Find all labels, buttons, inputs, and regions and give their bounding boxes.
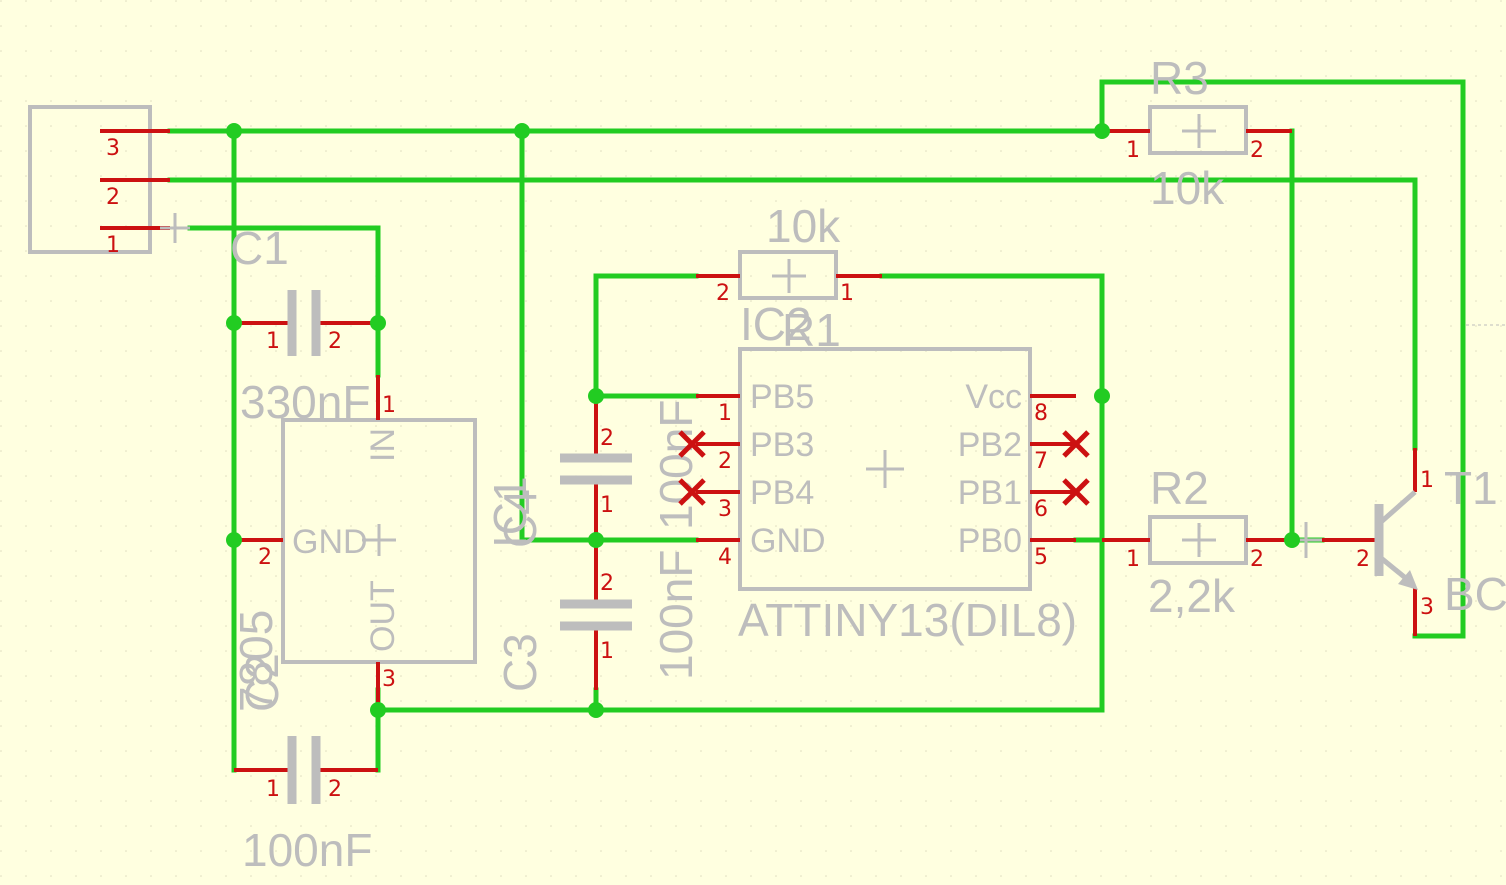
r1-value: 10k [766, 200, 841, 252]
wire-emitter-loop [1099, 79, 1466, 639]
ic1-pin-gnd-label: GND [292, 523, 368, 561]
t1-emitter-arrow [1398, 570, 1418, 590]
t1-collector [1379, 490, 1417, 524]
nc-marker-pb4 [678, 478, 706, 506]
c3-pin1-label: 1 [600, 639, 614, 664]
ic1-pin2-num: 2 [258, 545, 272, 570]
ic2-value: ATTINY13(DIL8) [738, 594, 1077, 646]
regulator-ic1: 1 2 3 IN GND OUT IC1 7805 [230, 375, 536, 712]
mcu-ic2: PB5 PB3 PB4 GND Vcc PB2 PB1 PB0 1 2 3 4 … [678, 298, 1090, 646]
c1-name: C1 [230, 222, 289, 274]
c1-pin2-label: 2 [328, 329, 342, 354]
wire-net-pin2 [167, 177, 1418, 451]
junction [226, 123, 242, 139]
c4-value: 100nF [650, 400, 702, 530]
junction [588, 388, 604, 404]
ic2-pin-pb0-label: PB0 [958, 522, 1022, 560]
junction [514, 123, 530, 139]
ic2-pin-pb2-label: PB2 [958, 426, 1022, 464]
junction [226, 315, 242, 331]
r2-pin1-label: 1 [1126, 547, 1140, 572]
wire-gnd-ic2 [519, 128, 699, 543]
c2-pin1-label: 1 [266, 777, 280, 802]
r3-pin2-label: 2 [1250, 138, 1264, 163]
ic2-pin-gnd-label: GND [750, 522, 826, 560]
ic2-pin1-num: 1 [718, 401, 732, 426]
junction [1284, 532, 1300, 548]
c4-pin1-label: 1 [600, 493, 614, 518]
ic2-pin-pb3-label: PB3 [750, 426, 814, 464]
c1-pin1-label: 1 [266, 329, 280, 354]
junction [588, 532, 604, 548]
junction [226, 532, 242, 548]
ic2-pin7-num: 7 [1034, 449, 1048, 474]
capacitor-c4: 2 1 C4 100nF [494, 396, 702, 548]
ic1-pin3-num: 3 [382, 667, 396, 692]
c2-name: C2 [236, 653, 288, 712]
resistor-r2: 1 2 R2 2,2k [1102, 462, 1292, 622]
c4-name: C4 [494, 489, 546, 548]
transistor-t1: 1 2 3 T1 BC [1288, 448, 1506, 636]
ic2-pin2-num: 2 [718, 449, 732, 474]
ic2-pin8-num: 8 [1034, 401, 1048, 426]
ic2-pin-pb1-label: PB1 [958, 474, 1022, 512]
nc-marker-pb1 [1062, 478, 1090, 506]
ic2-pin5-num: 5 [1034, 545, 1048, 570]
c3-name: C3 [494, 633, 546, 692]
capacitor-c3: 2 1 C3 100nF [494, 540, 702, 692]
r3-name: R3 [1150, 52, 1209, 104]
junction [1094, 388, 1110, 404]
ic1-value: 7805 [230, 610, 282, 712]
junction [370, 702, 386, 718]
ic2-pin4-num: 4 [718, 545, 732, 570]
t1-emitter [1379, 556, 1410, 582]
nc-marker-pb2 [1062, 430, 1090, 458]
r1-pin1-label: 1 [840, 281, 854, 306]
resistor-r3: 1 2 R3 10k [1102, 52, 1292, 214]
t1-pin3-label: 3 [1420, 595, 1434, 620]
c3-pin2-label: 2 [600, 571, 614, 596]
c4-pin2-label: 2 [600, 426, 614, 451]
ic2-pin6-num: 6 [1034, 497, 1048, 522]
ic1-name: IC1 [484, 476, 536, 548]
t1-pin2-label: 2 [1356, 547, 1370, 572]
ic1-pin-out-label: OUT [364, 580, 402, 652]
connector-x1: 3 2 1 [28, 105, 190, 258]
r2-name: R2 [1150, 462, 1209, 514]
ic2-pin3-num: 3 [718, 497, 732, 522]
t1-name: T1 [1444, 462, 1498, 514]
connector-pin1-label: 1 [106, 233, 120, 258]
wire-vcc [879, 273, 1105, 713]
r1-pin2-label: 2 [716, 281, 730, 306]
ic2-pin-pb5-label: PB5 [750, 378, 814, 416]
connector-pin3-label: 3 [106, 136, 120, 161]
r2-pin2-label: 2 [1250, 547, 1264, 572]
junction [370, 315, 386, 331]
ic1-pin-in-label: IN [364, 428, 402, 462]
t1-pin1-label: 1 [1420, 468, 1434, 493]
ic2-body [738, 347, 1032, 591]
ic2-pin-vcc-label: Vcc [965, 378, 1022, 416]
connector-pin2-label: 2 [106, 185, 120, 210]
t1-value: BC [1444, 568, 1506, 620]
c3-value: 100nF [650, 550, 702, 680]
capacitor-c2: 1 2 C2 100nF [234, 653, 378, 876]
ic2-name: IC2 [740, 298, 812, 350]
ic1-pin1-num: 1 [382, 393, 396, 418]
c2-pin2-label: 2 [328, 777, 342, 802]
junction [1094, 123, 1110, 139]
r2-value: 2,2k [1148, 570, 1236, 622]
junction [588, 702, 604, 718]
wires [167, 79, 1466, 773]
r3-pin1-label: 1 [1126, 138, 1140, 163]
r3-value: 10k [1150, 162, 1225, 214]
c2-value: 100nF [242, 824, 372, 876]
ic2-pin-pb4-label: PB4 [750, 474, 814, 512]
nc-marker-pb3 [678, 430, 706, 458]
junctions [226, 123, 1300, 718]
